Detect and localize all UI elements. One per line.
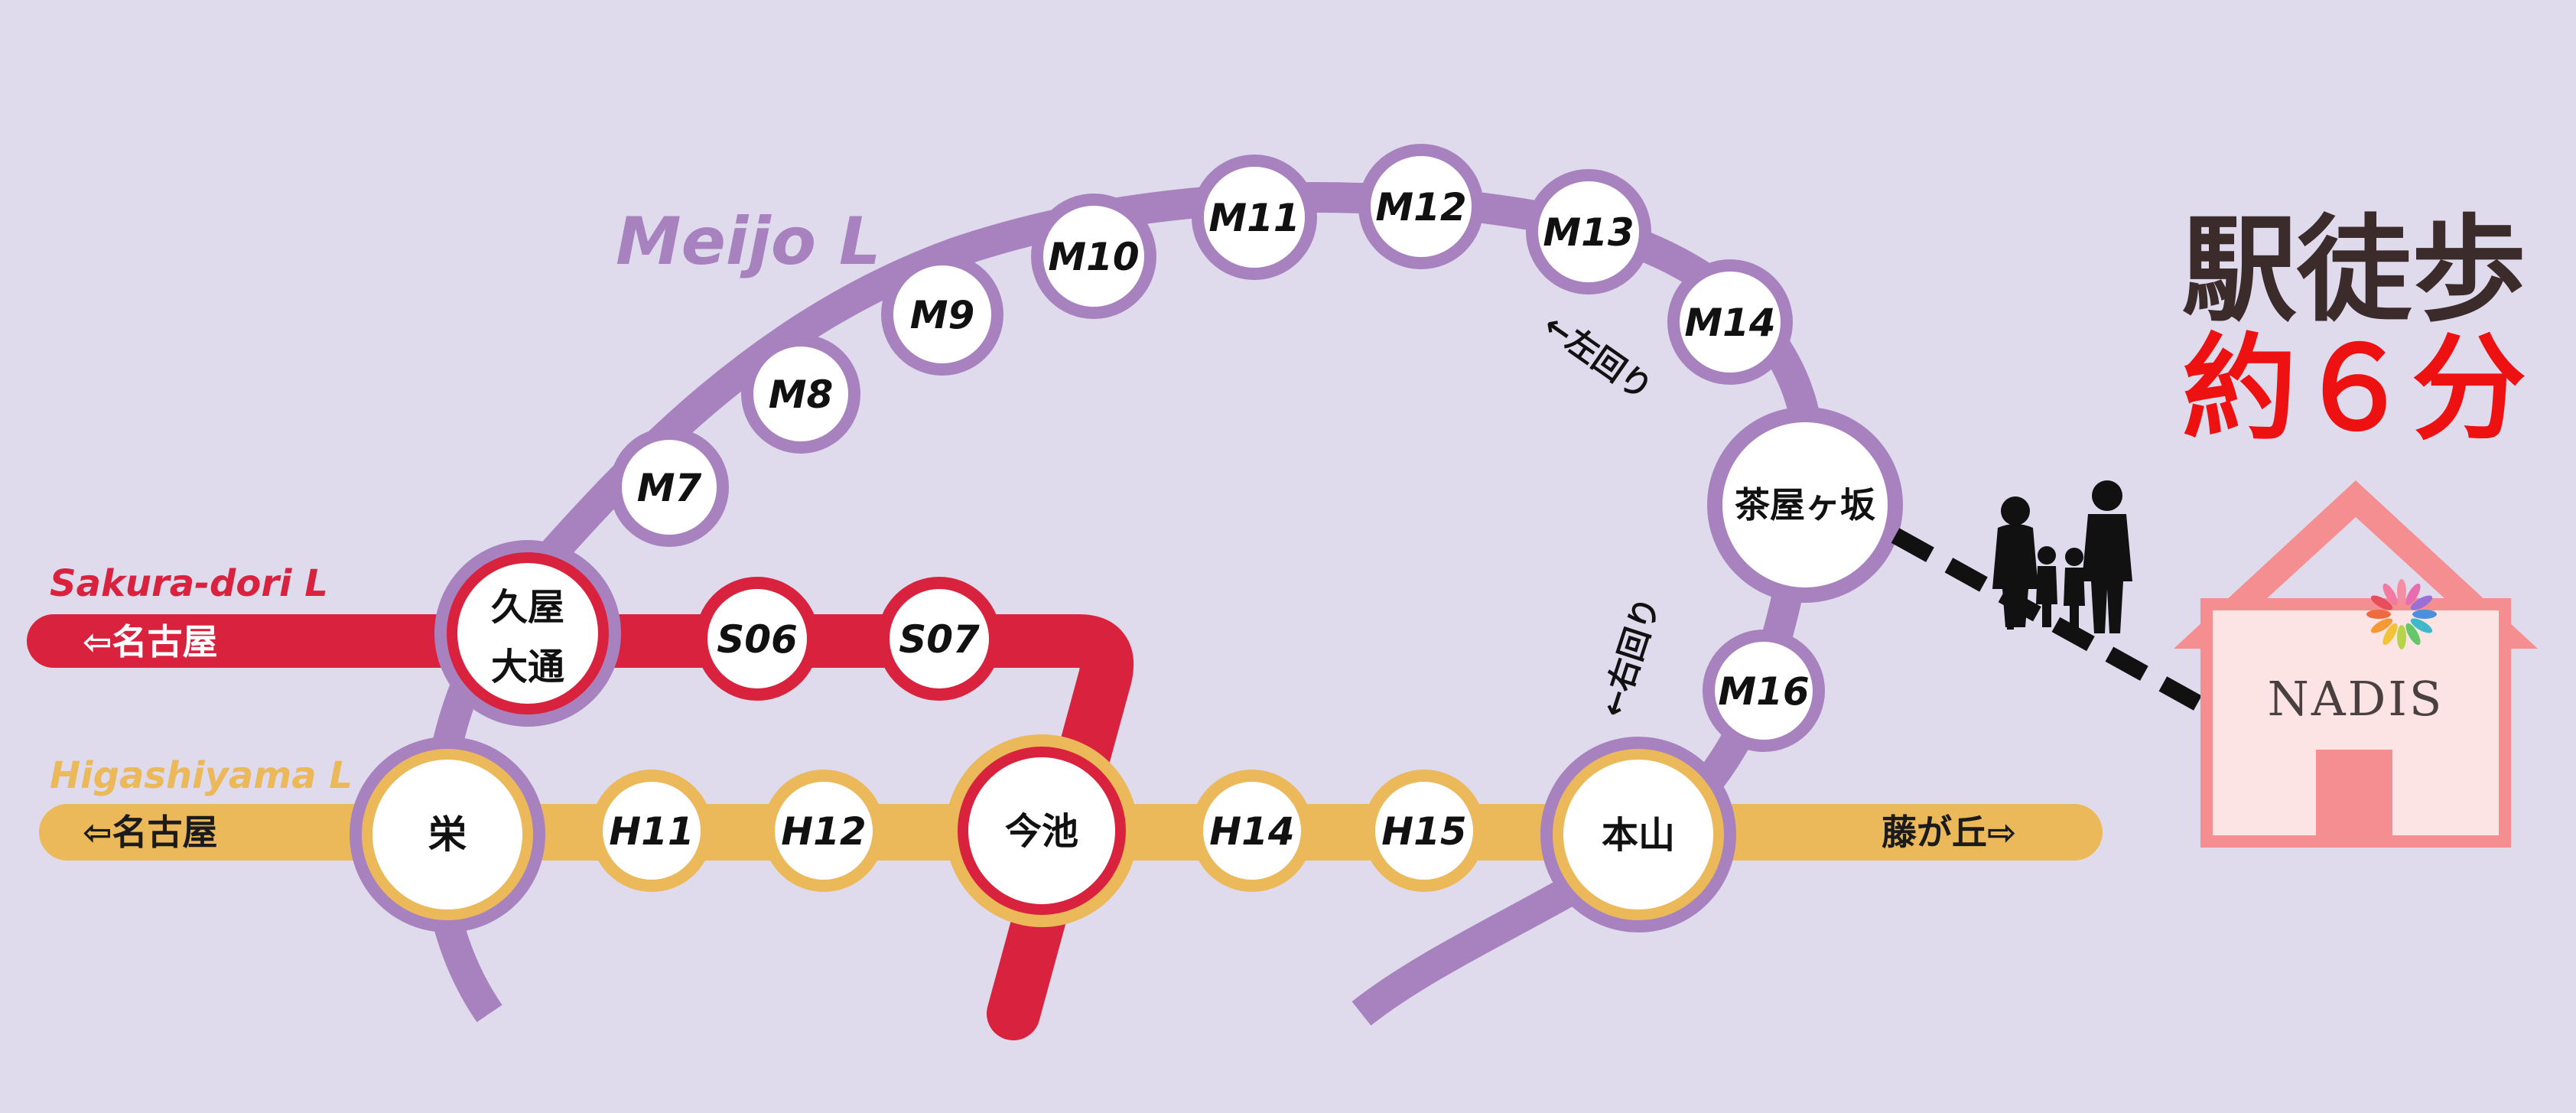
walk-time-text: 約６分 bbox=[2182, 323, 2526, 456]
nadis-flower-logo-icon bbox=[2366, 579, 2437, 649]
station-h11: H11 bbox=[590, 770, 713, 892]
station-h12-label: H12 bbox=[781, 809, 866, 854]
higashiyama-line-name: Higashiyama L bbox=[50, 754, 353, 797]
station-m10-label: M10 bbox=[1048, 235, 1139, 279]
station-m12-label: M12 bbox=[1375, 185, 1466, 229]
station-m13: M13 bbox=[1526, 169, 1651, 295]
station-chayagasaka: 茶屋ヶ坂 bbox=[1707, 407, 1903, 603]
station-s07: S07 bbox=[877, 577, 1001, 701]
station-s06-label: S06 bbox=[717, 617, 798, 662]
clockwise-direction-label: ←右回り bbox=[1593, 593, 1667, 721]
family-silhouette-icon bbox=[1992, 480, 2132, 633]
station-hisaya-odori-label-line2: 大通 bbox=[491, 646, 564, 688]
station-sakae-label: 栄 bbox=[428, 812, 467, 857]
higashiyama-east-terminus-label: 藤が丘⇨ bbox=[1882, 812, 2017, 853]
station-m11: M11 bbox=[1192, 155, 1317, 280]
station-m10: M10 bbox=[1031, 194, 1156, 319]
station-imaike-label: 今池 bbox=[1005, 810, 1078, 853]
sakura-line-name: Sakura-dori L bbox=[50, 562, 328, 605]
higashiyama-west-terminus-label: ⇦名古屋 bbox=[83, 812, 218, 853]
meijo-line-name: Meijo L bbox=[616, 203, 881, 280]
station-m9-label: M9 bbox=[910, 293, 975, 337]
station-m8-label: M8 bbox=[769, 373, 834, 417]
station-m13-label: M13 bbox=[1543, 210, 1634, 255]
station-m7: M7 bbox=[610, 428, 729, 547]
station-h15: H15 bbox=[1363, 770, 1485, 892]
station-m12: M12 bbox=[1358, 144, 1484, 269]
station-hisaya-odori: 久屋 大通 bbox=[434, 540, 621, 727]
station-motoyama-label: 本山 bbox=[1602, 814, 1675, 857]
house-icon bbox=[2174, 480, 2538, 848]
station-m16-label: M16 bbox=[1718, 669, 1809, 714]
station-h14: H14 bbox=[1191, 770, 1313, 892]
station-m8: M8 bbox=[741, 334, 860, 454]
counterclockwise-direction-label: ←左回り bbox=[1537, 306, 1659, 408]
sakura-west-terminus-label: ⇦名古屋 bbox=[83, 621, 218, 662]
walk-distance-heading: 駅徒歩 bbox=[2182, 204, 2526, 337]
station-h11-label: H11 bbox=[609, 809, 694, 854]
station-sakae: 栄 bbox=[350, 737, 545, 932]
station-m16: M16 bbox=[1703, 630, 1825, 752]
station-imaike: 今池 bbox=[945, 734, 1138, 927]
station-m14-label: M14 bbox=[1684, 301, 1775, 345]
station-s06: S06 bbox=[695, 577, 819, 701]
sakura-line-track bbox=[27, 614, 1134, 1040]
station-chayagasaka-label: 茶屋ヶ坂 bbox=[1735, 484, 1875, 526]
station-hisaya-odori-label-line1: 久屋 bbox=[491, 586, 564, 629]
destination-name: NADIS bbox=[2268, 671, 2444, 727]
station-h12: H12 bbox=[763, 770, 885, 892]
station-m11-label: M11 bbox=[1208, 196, 1299, 240]
station-s07-label: S07 bbox=[899, 617, 980, 662]
station-motoyama: 本山 bbox=[1540, 737, 1736, 932]
station-m9: M9 bbox=[881, 253, 1003, 376]
station-m7-label: M7 bbox=[637, 466, 702, 510]
station-h15-label: H15 bbox=[1381, 809, 1466, 854]
station-m14: M14 bbox=[1667, 259, 1793, 385]
station-h14-label: H14 bbox=[1209, 809, 1294, 854]
